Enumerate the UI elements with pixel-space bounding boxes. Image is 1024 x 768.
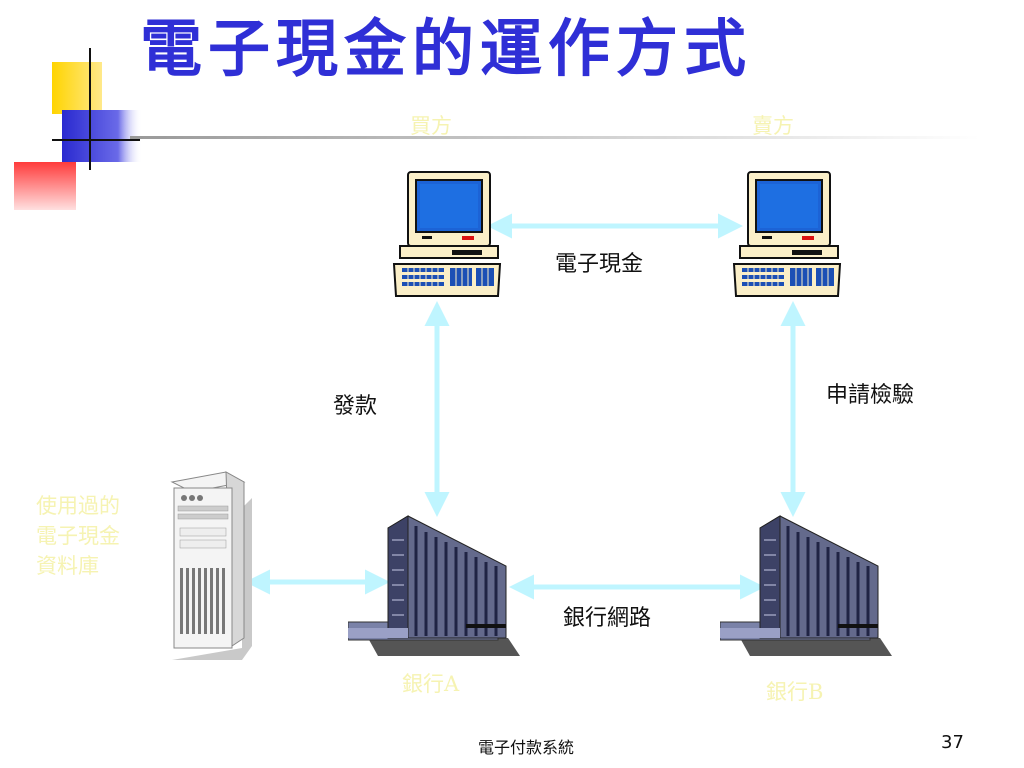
bank-a-building-icon xyxy=(348,515,520,656)
red-square xyxy=(14,162,76,210)
slide-title: 電子現金的運作方式 xyxy=(140,12,753,85)
seller-computer-icon xyxy=(732,171,842,297)
page-number: 37 xyxy=(941,732,964,753)
ecash-label: 電子現金 xyxy=(555,252,644,277)
database-label-line3: 資料庫 xyxy=(36,554,99,578)
yellow-square xyxy=(52,62,102,114)
bank-a-label: 銀行A xyxy=(402,672,460,696)
issue-label: 發款 xyxy=(333,394,378,419)
bank-b-building-icon xyxy=(720,515,892,656)
blue-square xyxy=(62,110,142,162)
bank-b-label: 銀行B xyxy=(766,680,824,704)
database-label-line2: 電子現金 xyxy=(36,524,120,548)
seller-label: 賣方 xyxy=(752,114,794,138)
buyer-label: 買方 xyxy=(410,114,452,138)
footer-text: 電子付款系統 xyxy=(478,738,575,757)
bank-network-label: 銀行網路 xyxy=(563,606,652,631)
buyer-computer-icon xyxy=(392,171,502,297)
verify-label: 申請檢驗 xyxy=(826,383,915,408)
database-label-line1: 使用過的 xyxy=(36,494,120,518)
corner-decoration xyxy=(14,48,142,210)
title-underline xyxy=(130,136,980,139)
database-server-icon xyxy=(170,471,252,660)
